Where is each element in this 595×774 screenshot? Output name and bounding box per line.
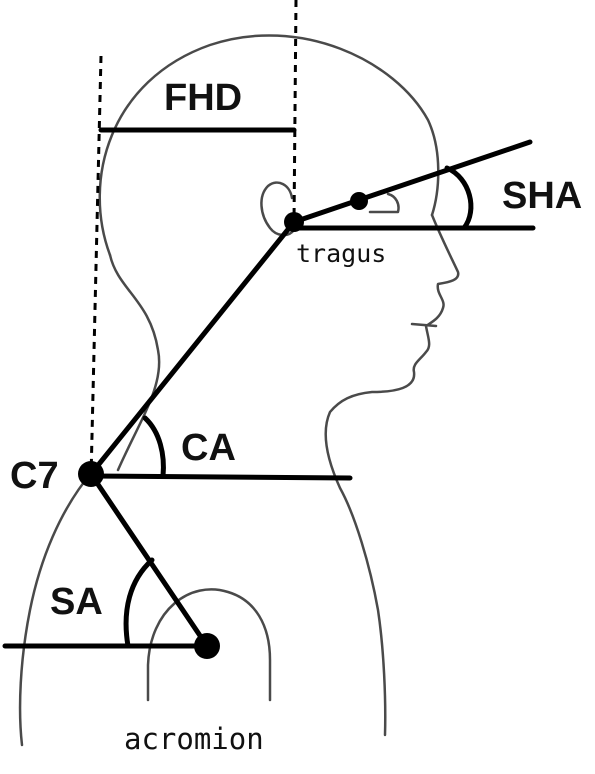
eye-point <box>350 192 368 210</box>
sa-label: SA <box>50 581 103 623</box>
face-profile-outline <box>324 213 460 737</box>
tragus-vertical-dashed-line <box>292 0 298 223</box>
c7-tragus-line <box>88 219 297 477</box>
c7-point <box>78 461 104 487</box>
sha-arc <box>444 165 474 231</box>
fhd-label: FHD <box>164 77 242 119</box>
sa-arc <box>123 557 155 649</box>
sha-label: SHA <box>502 175 582 217</box>
c7-horizontal-line <box>88 473 353 481</box>
mouth-outline <box>410 322 438 328</box>
eye-outline <box>368 192 400 214</box>
ca-label: CA <box>181 427 236 469</box>
ca-arc <box>142 415 166 479</box>
sha-eye-line <box>291 139 533 225</box>
tragus-label: tragus <box>296 239 386 268</box>
acromion-point <box>194 633 220 659</box>
acromion-label: acromion <box>124 722 264 756</box>
chest-back-outline <box>18 470 94 747</box>
head-and-back-outline <box>98 34 440 257</box>
shoulder-outline <box>146 588 272 702</box>
c7-vertical-dashed-line <box>89 55 103 479</box>
neck-back-outline <box>108 253 161 472</box>
tragus-point <box>284 212 304 232</box>
c7-label: C7 <box>10 455 59 497</box>
